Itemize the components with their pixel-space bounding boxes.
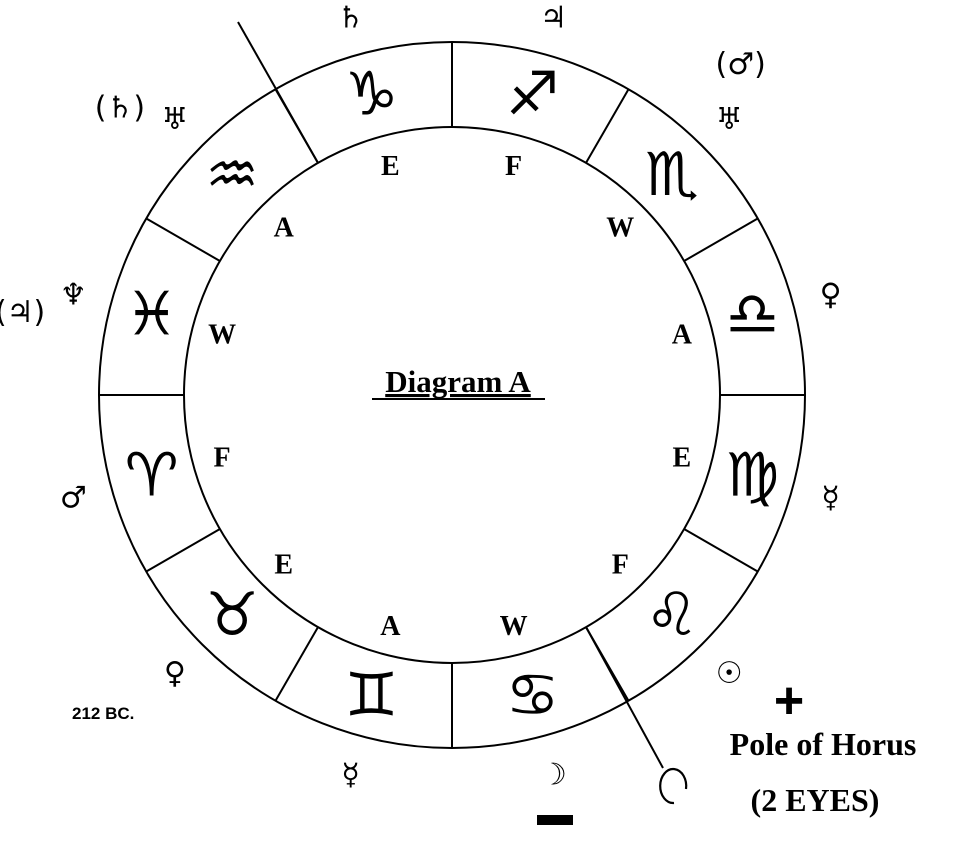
sector-divider: [145, 528, 221, 573]
ruler-glyph-libra: ♀: [820, 278, 842, 313]
sector-divider: [145, 217, 221, 262]
sign-glyph-capricorn: ♑: [345, 60, 399, 130]
element-letter-leo: F: [612, 549, 629, 580]
ruler-glyph-taurus: ♀: [164, 656, 186, 691]
zodiac-sign-glyphs: ♑ ♐ ♏ ♎ ♍ ♌ ♋ ♊ ♉ ♈ ♓ ♒: [125, 60, 780, 731]
element-letter-libra: A: [672, 319, 693, 350]
ruler-glyph-gemini: ☿: [341, 758, 359, 793]
alt-ruler-glyph-aquarius: (♄): [95, 90, 145, 125]
alt-ruler-glyph-pisces: (♃): [0, 295, 45, 330]
minus-sign: [537, 815, 573, 825]
ruler-glyph-cancer: ☽: [540, 758, 567, 793]
sector-divider: [585, 88, 630, 164]
sign-glyph-aquarius: ♒: [205, 140, 259, 210]
element-letter-pisces: W: [208, 319, 236, 350]
sign-glyph-virgo: ♍: [726, 440, 780, 510]
eyes-label: (2 EYES): [751, 782, 880, 818]
sign-glyph-sagittarius: ♐: [506, 60, 560, 130]
element-letter-virgo: E: [673, 443, 692, 474]
element-letter-capricorn: E: [381, 151, 400, 182]
ruler-glyph-aquarius: ♅: [161, 102, 188, 137]
pole-line-top: [237, 21, 319, 164]
diagram-title: Diagram A: [385, 364, 531, 399]
alt-ruler-glyph-scorpio: (♂): [716, 47, 766, 82]
planet-ruler-glyphs: ♄ ♃ ♅ (♂) ♀ ☿ ☉ ☽ ☿ ♀ ♂ ♆ (♃) ♅ (♄): [0, 0, 842, 792]
element-letter-scorpio: W: [606, 213, 634, 244]
element-letter-cancer: W: [500, 611, 528, 642]
sector-divider: [683, 217, 759, 262]
sign-glyph-cancer: ♋: [506, 660, 560, 730]
sign-glyph-libra: ♎: [726, 280, 780, 350]
sign-glyph-gemini: ♊: [345, 660, 399, 730]
sector-divider: [274, 626, 319, 702]
ruler-glyph-pisces: ♆: [60, 278, 87, 313]
sign-glyph-taurus: ♉: [205, 580, 259, 650]
pole-label: Pole of Horus: [730, 726, 917, 762]
ruler-glyph-leo: ☉: [716, 656, 743, 691]
ruler-glyph-scorpio: ♅: [716, 102, 743, 137]
element-letter-aquarius: A: [274, 213, 295, 244]
sign-glyph-scorpio: ♏: [645, 140, 699, 210]
ruler-glyph-aries: ♂: [60, 480, 87, 515]
sign-glyph-aries: ♈: [125, 440, 179, 510]
element-letter-aries: F: [214, 443, 231, 474]
element-letters: E F W A E F W A E F W A: [208, 151, 693, 642]
element-letter-taurus: E: [274, 549, 293, 580]
pole-hook-icon: [659, 767, 688, 805]
sign-glyph-leo: ♌: [645, 580, 699, 650]
pole-line-bottom: [585, 626, 664, 769]
date-label: 212 BC.: [72, 704, 134, 723]
ruler-glyph-capricorn: ♄: [337, 0, 364, 35]
plus-sign: +: [774, 672, 804, 730]
element-letter-gemini: A: [380, 611, 401, 642]
sector-divider: [683, 528, 759, 573]
element-letter-sagittarius: F: [505, 151, 522, 182]
sign-glyph-pisces: ♓: [125, 280, 179, 350]
ruler-glyph-sagittarius: ♃: [540, 0, 567, 35]
ruler-glyph-virgo: ☿: [821, 480, 839, 515]
